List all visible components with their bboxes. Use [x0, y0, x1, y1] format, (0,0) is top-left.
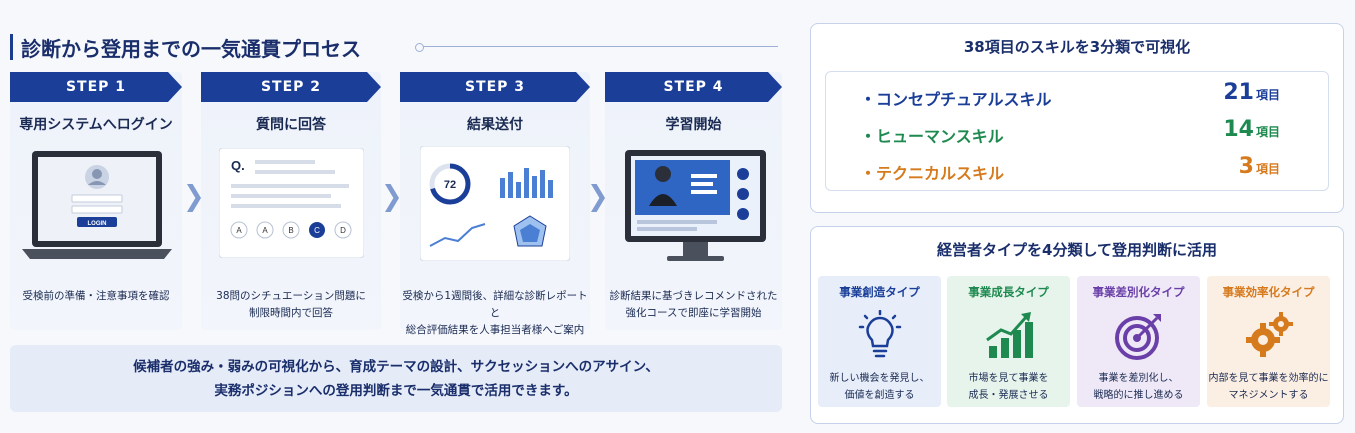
- login-button-label: LOGIN: [88, 221, 107, 227]
- type-card-creation: 事業創造タイプ 新しい機会を発見し、 価値を創造する: [818, 276, 941, 407]
- question-form-illustration: Q. A A B C D: [219, 148, 364, 258]
- summary-box: 候補者の強み・弱みの可視化から、育成テーマの設計、サクセッションへのアサイン、 …: [10, 345, 782, 412]
- chevron-right-icon: [591, 184, 605, 212]
- step-3-card: STEP 3 結果送付 72 受検から1週間後、詳細な診断レポートと 総合評価結…: [400, 72, 590, 336]
- lightbulb-icon: [858, 310, 902, 358]
- step-1-card: STEP 1 専用システムへログイン LOGIN 受検前の準備・注意事項を確認: [10, 72, 182, 330]
- svg-text:C: C: [314, 226, 320, 235]
- summary-line-1: 候補者の強み・弱みの可視化から、育成テーマの設計、サクセッションへのアサイン、: [133, 358, 659, 375]
- step-3-header: STEP 3: [400, 72, 590, 102]
- type-card-growth: 事業成長タイプ 市場を見て事業を 成長・発展させる: [947, 276, 1070, 407]
- step-2-header: STEP 2: [201, 72, 381, 102]
- page-title: 診断から登用までの一気通貫プロセス: [10, 34, 361, 61]
- svg-text:D: D: [340, 226, 346, 235]
- type-card-differentiation: 事業差別化タイプ 事業を差別化し、 戦略的に推し進める: [1077, 276, 1200, 407]
- step-4-header: STEP 4: [605, 72, 782, 102]
- title-divider: [415, 43, 778, 52]
- types-panel-title: 経営者タイプを4分類して登用判断に活用: [937, 241, 1217, 259]
- type-card-efficiency: 事業効率化タイプ 内部を見て事業を効率的に マネジメントする: [1207, 276, 1330, 407]
- step-2-card: STEP 2 質問に回答 Q. A A B C D 38問のシチュエーション問題…: [201, 72, 381, 330]
- laptop-login-illustration: LOGIN: [22, 151, 172, 259]
- step-4-label: 学習開始: [665, 117, 722, 133]
- step-1-desc: 受検前の準備・注意事項を確認: [22, 290, 170, 302]
- svg-text:A: A: [236, 226, 242, 235]
- target-icon: [1115, 314, 1161, 360]
- svg-text:B: B: [288, 226, 293, 235]
- step-3-desc: 受検から1週間後、詳細な診断レポートと 総合評価結果を人事担当者様へご案内: [402, 290, 588, 336]
- step-1-label: 専用システムへログイン: [19, 117, 173, 133]
- report-dashboard-illustration: 72: [420, 146, 570, 261]
- step-3-label: 結果送付: [467, 117, 523, 133]
- step-2-label: 質問に回答: [256, 117, 326, 133]
- step-1-header: STEP 1: [10, 72, 182, 102]
- step-2-desc: 38問のシチュエーション問題に 制限時間内で回答: [216, 290, 366, 319]
- step-4-card: STEP 4 学習開始 診断結果に基づきレコメンドされた 強化コースで即座に学習…: [605, 72, 782, 330]
- svg-text:A: A: [262, 226, 268, 235]
- step-4-desc: 診断結果に基づきレコメンドされた 強化コースで即座に学習開始: [609, 290, 778, 319]
- skills-panel-title: 38項目のスキルを3分類で可視化: [963, 38, 1191, 56]
- gears-icon: [1246, 312, 1293, 357]
- summary-line-2: 実務ポジションへの登用判断まで一気通貫で活用できます。: [214, 382, 578, 399]
- score-value: 72: [444, 179, 456, 191]
- chevron-right-icon: [385, 184, 399, 212]
- growth-chart-icon: [986, 312, 1033, 358]
- question-q-label: Q.: [231, 158, 245, 173]
- chevron-right-icon: [187, 184, 201, 212]
- monitor-lecture-illustration: [625, 150, 766, 261]
